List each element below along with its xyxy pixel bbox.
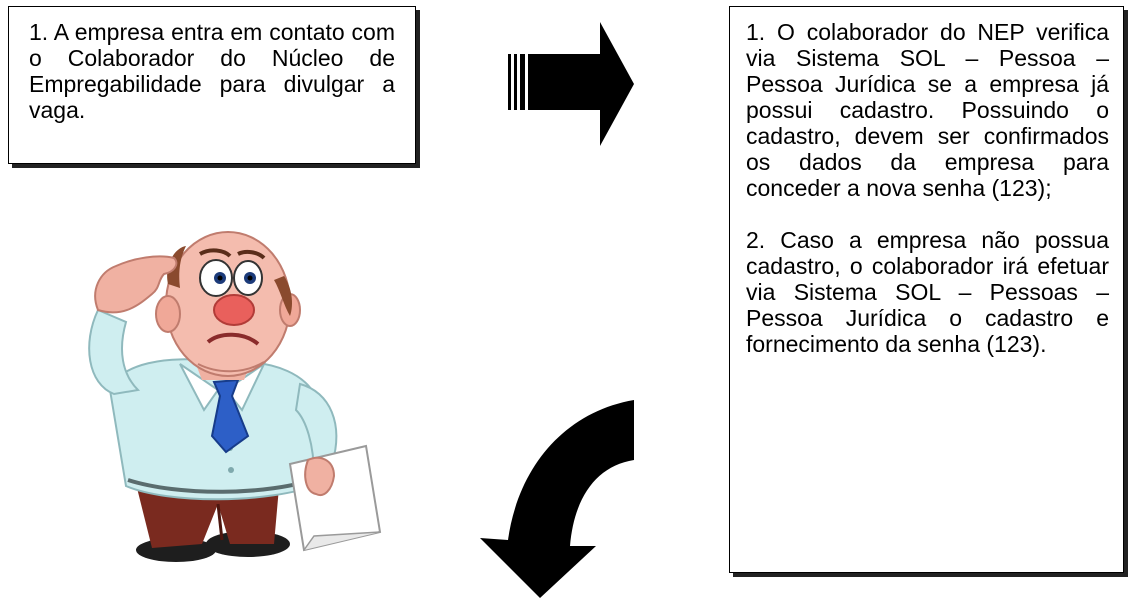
curved-arrow-down-icon [480, 400, 634, 598]
step-text-nep-verification-2: 2. Caso a empresa não possua cadastro, o… [746, 227, 1109, 357]
arrow-right-icon [508, 22, 634, 146]
step-box-company-contact: 1. A empresa entra em contato com o Cola… [8, 6, 416, 164]
confused-man-icon [88, 231, 382, 562]
step-text-nep-verification-1: 1. O colaborador do NEP verifica via Sis… [746, 19, 1109, 201]
step-text-company-contact: 1. A empresa entra em contato com o Cola… [29, 19, 395, 123]
step-box-nep-verification: 1. O colaborador do NEP verifica via Sis… [729, 6, 1124, 573]
